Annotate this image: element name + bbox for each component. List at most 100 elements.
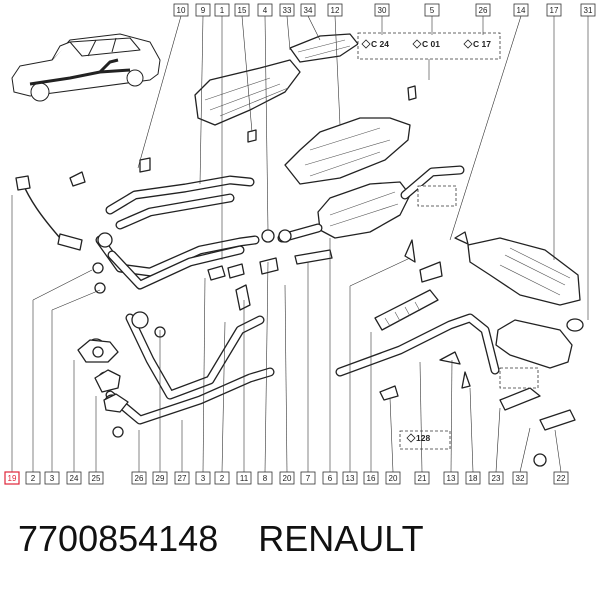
svg-text:8: 8 [263,474,268,483]
svg-text:6: 6 [328,474,333,483]
callout-bottom-3: 24 [66,471,82,485]
callout-top-8: 30 [374,3,390,17]
code-label-1: C 01 [412,39,440,49]
callout-top-11: 14 [513,3,529,17]
silencer-lower [495,318,584,369]
brand-name: RENAULT [258,518,424,559]
callout-bottom-16: 16 [363,471,379,485]
code-label-3: 128 [399,430,451,450]
callout-bottom-1: 2 [25,471,41,485]
callout-top-0: 10 [173,3,189,17]
callout-bottom-18: 21 [414,471,430,485]
svg-text:18: 18 [469,474,478,483]
svg-text:34: 34 [304,6,313,15]
svg-text:3: 3 [201,474,206,483]
callout-top-12: 17 [546,3,562,17]
svg-text:3: 3 [50,474,55,483]
lambda-sensor [15,175,83,251]
code-labels: C 24 C 01 C 17 128 [361,39,491,450]
code-label-0: C 24 [361,39,389,49]
callout-top-4: 4 [257,3,273,17]
svg-text:20: 20 [283,474,292,483]
svg-text:10: 10 [177,6,186,15]
svg-text:13: 13 [346,474,355,483]
svg-text:17: 17 [550,6,559,15]
callout-top-3: 15 [234,3,250,17]
callout-top-10: 26 [475,3,491,17]
heat-shield-front [194,59,301,126]
svg-text:128: 128 [416,433,430,443]
down-pipe-lower [95,235,260,290]
svg-text:15: 15 [238,6,247,15]
callout-top-7: 12 [327,3,343,17]
callout-bottom-2: 3 [44,471,60,485]
callout-bottom-10: 11 [236,471,252,485]
svg-text:33: 33 [283,6,292,15]
svg-text:2: 2 [31,474,36,483]
callout-bottom-19: 13 [443,471,459,485]
svg-text:1: 1 [220,6,225,15]
svg-text:C 01: C 01 [422,39,440,49]
flex-pipe [374,289,439,331]
callout-bottom-12: 20 [279,471,295,485]
callout-bottom-6: 29 [152,471,168,485]
callout-bottom-20: 18 [465,471,481,485]
callout-bottom-13: 7 [300,471,316,485]
callout-top-1: 9 [195,3,211,17]
rear-silencer [467,237,581,306]
callout-bottom-22: 32 [512,471,528,485]
car-illustration [11,33,161,102]
svg-text:5: 5 [430,6,435,15]
svg-text:9: 9 [201,6,206,15]
svg-text:4: 4 [263,6,268,15]
svg-text:21: 21 [418,474,427,483]
svg-text:2: 2 [220,474,225,483]
callout-bottom-11: 8 [257,471,273,485]
callout-bottom-23: 22 [553,471,569,485]
code-group [357,16,539,389]
svg-text:19: 19 [8,474,17,483]
svg-text:26: 26 [479,6,488,15]
callout-bottom-9: 2 [214,471,230,485]
callout-top-13: 31 [580,3,596,17]
svg-text:11: 11 [240,474,249,483]
callout-bottom-15: 13 [342,471,358,485]
callout-bottom-0: 19 [4,471,20,485]
callout-bottom-5: 26 [131,471,147,485]
heat-shield-mid [289,33,359,63]
gaskets [77,339,129,413]
svg-text:7: 7 [306,474,311,483]
svg-text:14: 14 [517,6,526,15]
code-label-2: C 17 [463,39,491,49]
svg-text:C 17: C 17 [473,39,491,49]
svg-text:20: 20 [389,474,398,483]
svg-text:26: 26 [135,474,144,483]
callout-bottom-14: 6 [322,471,338,485]
callout-bottom-17: 20 [385,471,401,485]
svg-text:31: 31 [584,6,593,15]
callout-top-2: 1 [214,3,230,17]
svg-text:32: 32 [516,474,525,483]
callout-bottom-4: 25 [88,471,104,485]
callout-bottom-8: 3 [195,471,211,485]
part-number: 7700854148 [18,518,219,559]
svg-text:27: 27 [178,474,187,483]
svg-text:13: 13 [447,474,456,483]
svg-text:24: 24 [70,474,79,483]
callout-top-9: 5 [424,3,440,17]
leader-lines [11,15,589,473]
callout-bottom-7: 27 [174,471,190,485]
svg-text:23: 23 [492,474,501,483]
svg-text:C 24: C 24 [371,39,389,49]
lower-exhaust-pipe [105,313,500,425]
catalytic-converter-lower [317,181,411,239]
svg-text:29: 29 [156,474,165,483]
svg-text:16: 16 [367,474,376,483]
catalytic-converter-upper [284,117,411,185]
down-pipe-upper [105,175,255,230]
svg-text:12: 12 [331,6,340,15]
svg-text:22: 22 [557,474,566,483]
caption: 7700854148 RENAULT [18,518,464,560]
